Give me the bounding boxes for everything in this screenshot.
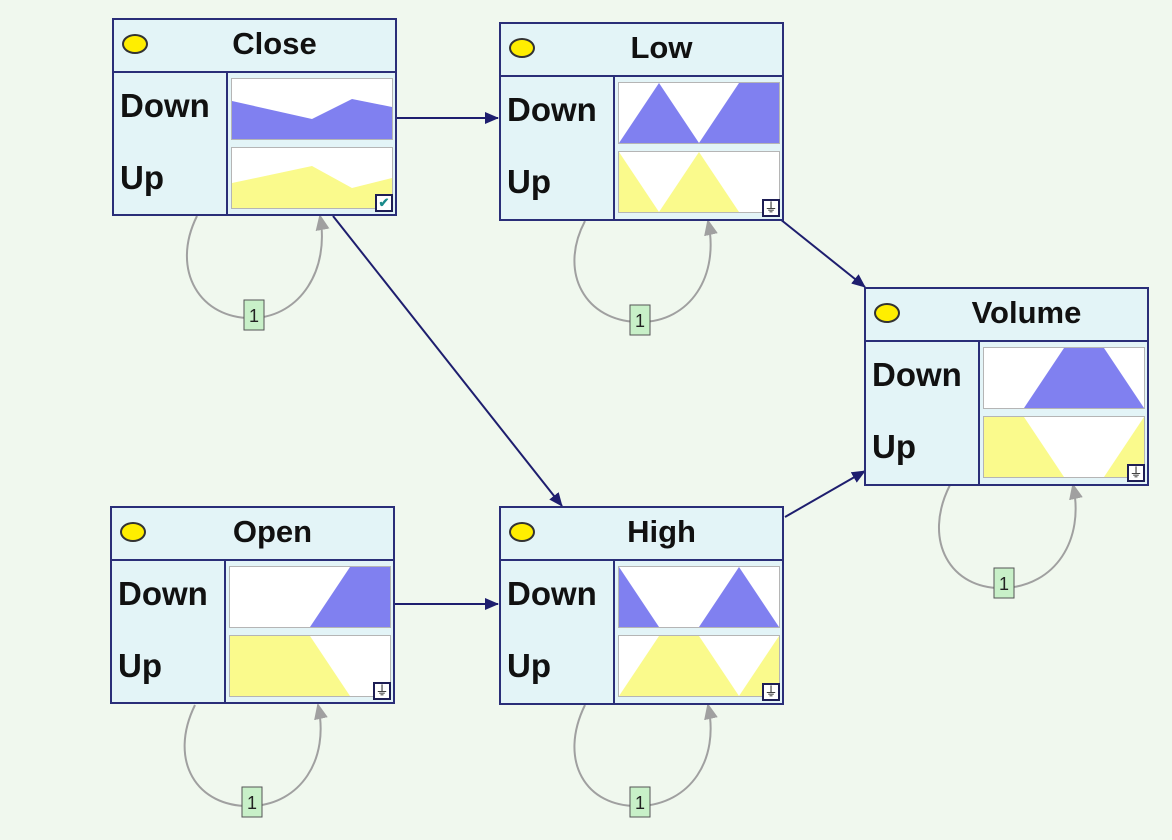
node-title: Low xyxy=(630,30,693,65)
up-membership-plot xyxy=(618,151,780,213)
ground-icon[interactable]: ⏚ xyxy=(373,682,391,700)
loop-label-volume: 1 xyxy=(999,574,1009,594)
edge-close-to-high[interactable] xyxy=(332,215,563,507)
loop-label-box xyxy=(241,786,263,818)
down-membership-plot xyxy=(618,566,780,628)
loop-label-high: 1 xyxy=(635,793,645,813)
down-membership-plot xyxy=(618,82,780,144)
state-label-up: Up xyxy=(872,428,916,465)
loop-label-box xyxy=(993,567,1015,599)
check-icon[interactable]: ✔ xyxy=(375,194,393,212)
node-title: Open xyxy=(232,514,313,549)
status-indicator-icon[interactable] xyxy=(874,303,900,323)
state-label-down: Down xyxy=(507,91,597,128)
state-labels: Down Up xyxy=(866,342,980,484)
state-label-up: Up xyxy=(118,647,162,684)
state-label-up: Up xyxy=(507,647,551,684)
node-header: Open xyxy=(112,508,393,561)
loop-label-box xyxy=(243,299,265,331)
ground-icon[interactable]: ⏚ xyxy=(762,199,780,217)
node-low[interactable]: Low Down Up ⏚ xyxy=(499,22,784,221)
up-membership-plot xyxy=(229,635,391,697)
down-membership-plot xyxy=(231,78,393,140)
loop-label-close: 1 xyxy=(249,306,259,326)
state-label-down: Down xyxy=(507,575,597,612)
node-open[interactable]: Open Down Up ⏚ xyxy=(110,506,395,704)
node-high[interactable]: High Down Up ⏚ xyxy=(499,506,784,705)
status-indicator-icon[interactable] xyxy=(122,34,148,54)
down-membership-plot xyxy=(229,566,391,628)
state-label-up: Up xyxy=(507,163,551,200)
loop-close[interactable]: 1 xyxy=(186,214,330,331)
up-membership-plot xyxy=(231,147,393,209)
ground-icon[interactable]: ⏚ xyxy=(1127,464,1145,482)
node-volume[interactable]: Volume Down Up ⏚ xyxy=(864,287,1149,486)
node-title: High xyxy=(627,514,696,549)
loop-volume[interactable]: 1 xyxy=(938,483,1083,599)
edge-low-to-volume[interactable] xyxy=(779,218,866,288)
state-label-down: Down xyxy=(120,87,210,124)
state-label-down: Down xyxy=(872,356,962,393)
loop-label-open: 1 xyxy=(247,793,257,813)
status-indicator-icon[interactable] xyxy=(509,38,535,58)
loop-low[interactable]: 1 xyxy=(573,219,718,336)
state-labels: Down Up xyxy=(501,561,615,703)
up-membership-plot xyxy=(618,635,780,697)
node-title: Close xyxy=(232,26,317,61)
up-membership-plot xyxy=(983,416,1145,478)
ground-icon[interactable]: ⏚ xyxy=(762,683,780,701)
node-header: Close xyxy=(114,20,395,73)
edge-high-to-volume[interactable] xyxy=(784,470,866,518)
state-labels: Down Up xyxy=(501,77,615,219)
state-label-up: Up xyxy=(120,159,164,196)
loop-label-box xyxy=(629,304,651,336)
node-header: Volume xyxy=(866,289,1147,342)
state-labels: Down Up xyxy=(114,73,228,214)
state-label-down: Down xyxy=(118,575,208,612)
node-title: Volume xyxy=(971,295,1082,330)
status-indicator-icon[interactable] xyxy=(120,522,146,542)
node-header: High xyxy=(501,508,782,561)
loop-label-box xyxy=(629,786,651,818)
loop-label-low: 1 xyxy=(635,311,645,331)
down-membership-plot xyxy=(983,347,1145,409)
loop-high[interactable]: 1 xyxy=(573,703,718,818)
node-header: Low xyxy=(501,24,782,77)
node-close[interactable]: Close Down Up ✔ xyxy=(112,18,397,216)
state-labels: Down Up xyxy=(112,561,226,702)
loop-open[interactable]: 1 xyxy=(183,703,328,818)
status-indicator-icon[interactable] xyxy=(509,522,535,542)
